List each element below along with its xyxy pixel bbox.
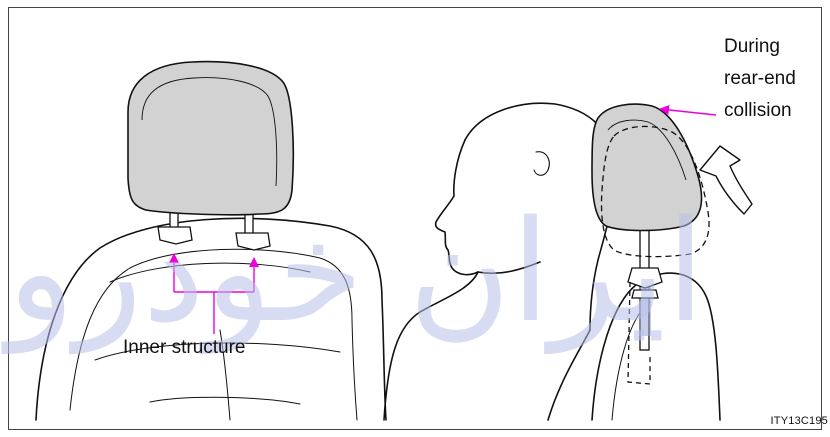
label-rear-end: rear-end <box>724 68 796 90</box>
label-collision: collision <box>724 100 792 122</box>
label-inner-structure: Inner structure <box>123 337 246 359</box>
figure-code: ITY13C195 <box>771 415 828 427</box>
label-during: During <box>724 36 780 58</box>
forward-motion-arrow <box>700 146 752 214</box>
rear-end-pointer <box>660 109 716 115</box>
